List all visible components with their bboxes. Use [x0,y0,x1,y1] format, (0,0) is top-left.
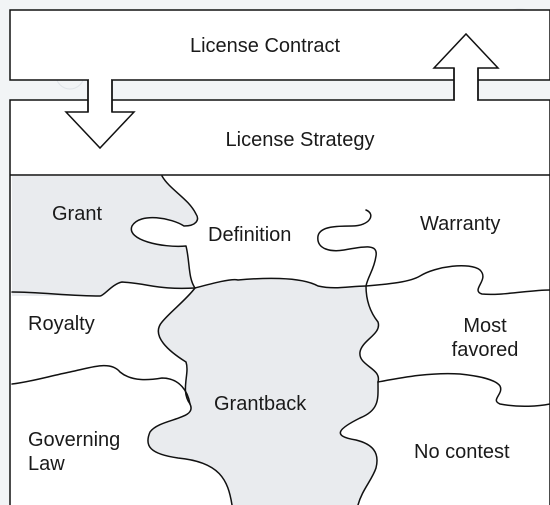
definition-label: Definition [208,224,292,246]
governing-law-line-1: Governing [28,429,121,451]
royalty-label: Royalty [28,313,95,335]
grant-label: Grant [52,203,103,225]
warranty-label: Warranty [420,213,501,235]
most-favored-label: Most favored [440,314,530,362]
grantback-label: Grantback [214,393,307,415]
license-strategy-label: License Strategy [225,129,375,151]
governing-law-label: Governing Law [28,428,148,476]
grant-piece-shade [12,176,198,296]
no-contest-label: No contest [414,441,510,463]
puzzle-cut-lines [11,175,550,505]
up-arrow-shaft-gap [455,66,477,102]
most-favored-line-1: Most [463,315,507,337]
most-favored-line-2: favored [451,339,519,361]
down-arrow-shaft-gap [89,78,111,102]
license-contract-label: License Contract [189,35,341,57]
grantback-piece-shade [147,278,379,505]
governing-law-line-2: Law [28,453,65,475]
